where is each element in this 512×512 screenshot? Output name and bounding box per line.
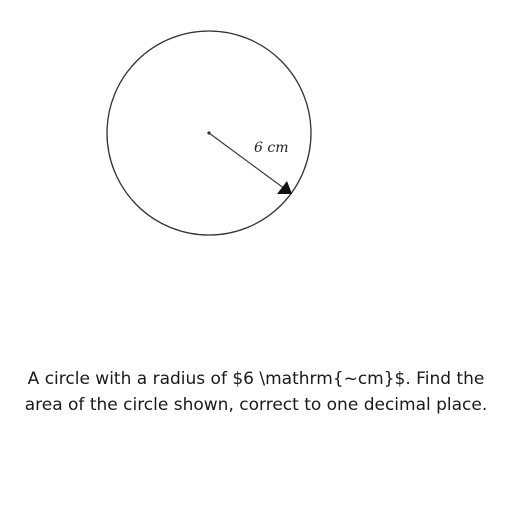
circle-diagram: 6 cm: [106, 30, 312, 236]
radius-line: [208, 132, 286, 190]
radius-arrowhead: [277, 181, 292, 194]
circle: [106, 30, 312, 236]
question-text: A circle with a radius of $6 \mathrm{~cm…: [24, 369, 488, 415]
radius-label: 6 cm: [254, 140, 288, 156]
